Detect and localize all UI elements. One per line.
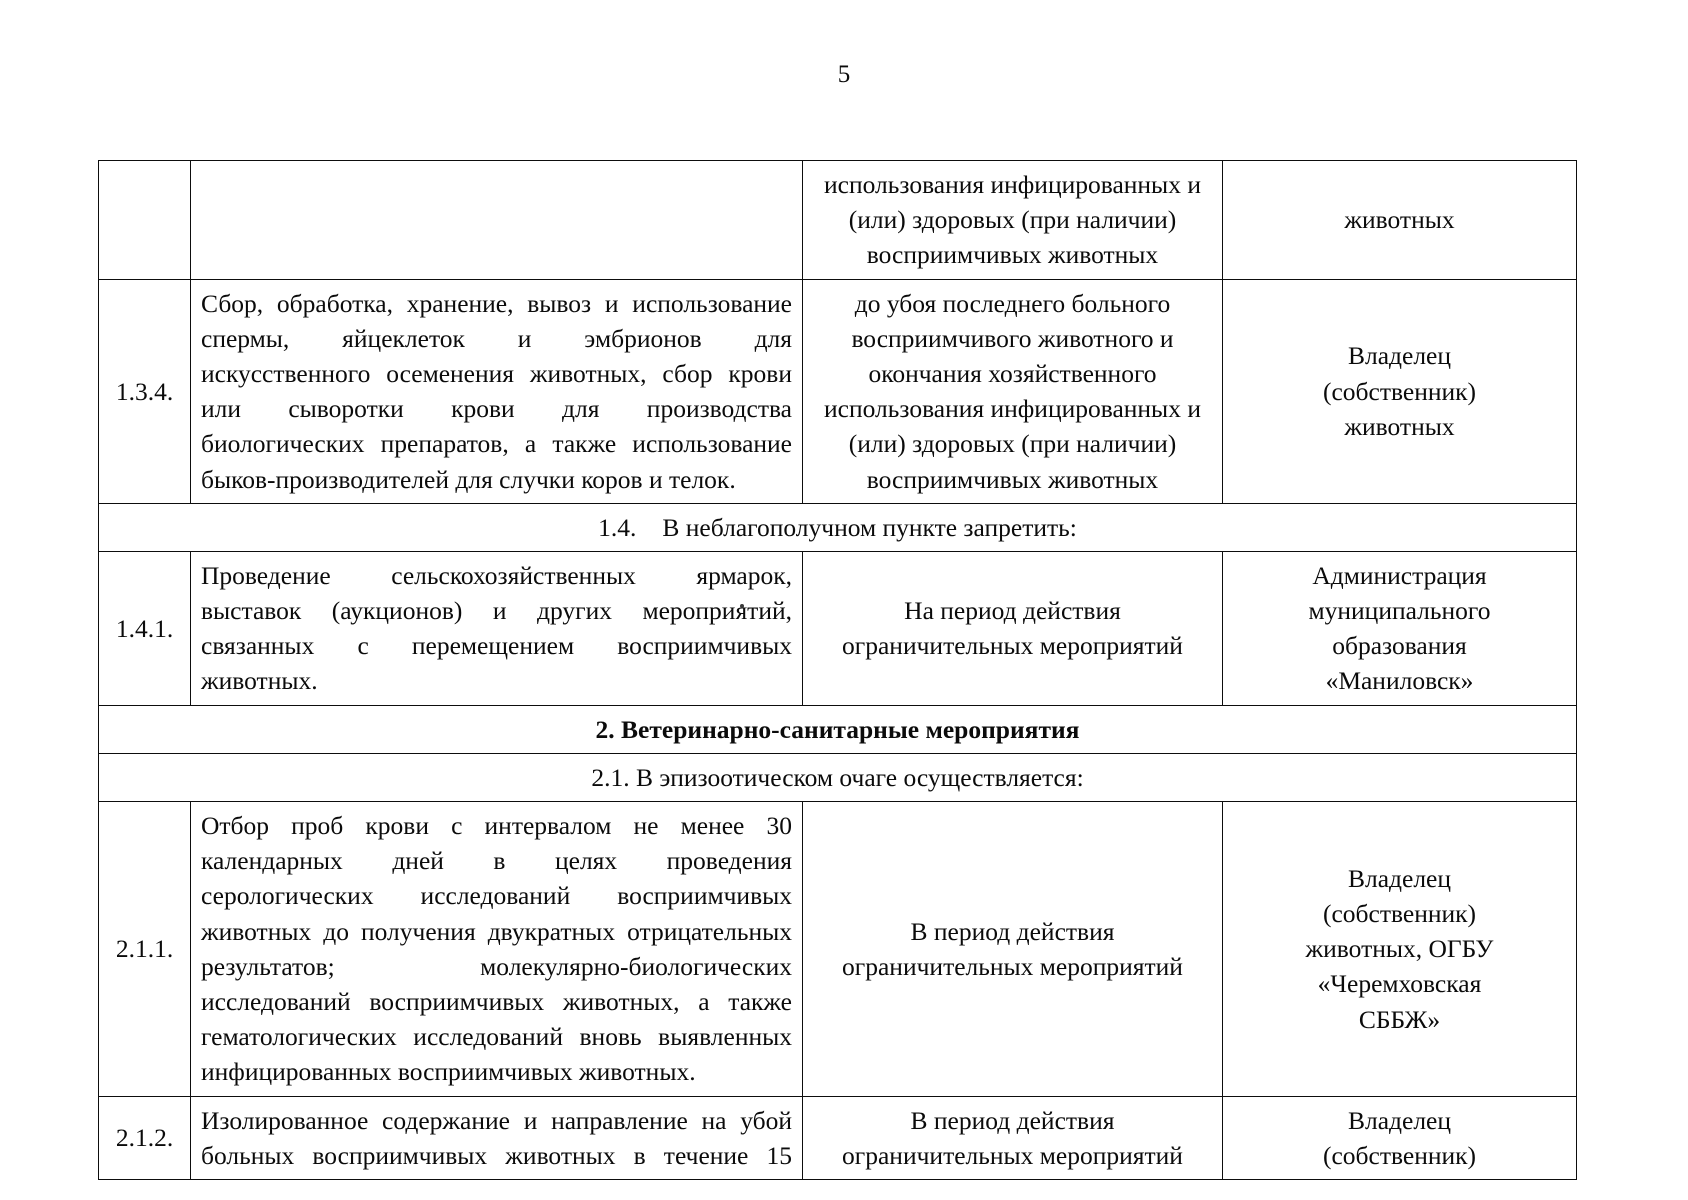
row-description-cell: Изолированное содержание и направление н… (190, 1095, 803, 1180)
row-number-cell: 1.3.4. (98, 278, 191, 504)
description-line: животных. (201, 666, 318, 696)
description-line: Изолированное содержание и направление н… (201, 1105, 792, 1135)
description-line: календарных дней в целях проведения (201, 846, 792, 876)
responsible-line: Владелец (1347, 1105, 1452, 1135)
row-number-cell: 2.1.1. (98, 801, 191, 1097)
row-responsible-cell: Владелец (собственник) животных (1222, 278, 1577, 504)
term-line: ограничительных мероприятий (842, 951, 1183, 981)
responsible-line: животных, ОГБУ (1305, 934, 1494, 964)
term-line: (или) здоровых (при наличии) (848, 205, 1177, 235)
description-line: Отбор проб крови с интервалом не менее 3… (201, 811, 792, 840)
table-row: 2.1.2. Изолированное содержание и направ… (98, 1095, 1577, 1180)
table-row: 1.4.1. Проведение сельскохозяйственных я… (98, 550, 1577, 706)
row-term-cell: до убоя последнего больного восприимчиво… (802, 278, 1223, 504)
responsible-line: животных (1344, 411, 1455, 441)
term-line: В период действия (910, 1105, 1115, 1135)
row-term-cell: В период действия ограничительных меропр… (802, 1095, 1223, 1180)
responsible-line: муниципального (1308, 596, 1491, 626)
term-line: окончания хозяйственного (868, 358, 1157, 388)
description-line: быков-производителей для случки коров и … (201, 464, 736, 494)
row-responsible-cell: животных (1222, 160, 1577, 280)
measures-table-container: использования инфицированных и (или) здо… (98, 160, 1577, 1180)
responsible-line: (собственник) (1322, 376, 1477, 406)
description-line: животных до получения двукратных отрицат… (201, 916, 792, 946)
row-term-cell: На период действия ограничительных мероп… (802, 550, 1223, 706)
term-line: восприимчивого животного и (851, 323, 1174, 353)
section-heading-1-4: 1.4. В неблагополучном пункте запретить: (98, 502, 1577, 552)
term-line: (или) здоровых (при наличии) (848, 429, 1177, 459)
row-responsible-cell: Владелец (собственник) (1222, 1095, 1577, 1180)
measures-table: использования инфицированных и (или) здо… (98, 160, 1577, 1180)
responsible-line: СББЖ» (1358, 1004, 1441, 1034)
description-line: биологических препаратов, а также исполь… (201, 429, 792, 459)
description-line: исследований восприимчивых животных, а т… (201, 986, 792, 1016)
term-line: На период действия (904, 596, 1121, 626)
description-line: Сбор, обработка, хранение, вывоз и испол… (201, 288, 792, 318)
responsible-line: животных (1344, 205, 1455, 235)
row-responsible-cell: Администрация муниципального образования… (1222, 550, 1577, 706)
term-line: восприимчивых животных (866, 240, 1159, 270)
table-row: 2.1.1. Отбор проб крови с интервалом не … (98, 801, 1577, 1097)
row-number-cell: 2.1.2. (98, 1095, 191, 1180)
table-section-row: 2.1. В эпизоотическом очаге осуществляет… (98, 752, 1577, 803)
term-line: восприимчивых животных (866, 464, 1159, 494)
section-label: 1.4. (598, 512, 637, 542)
row-description-cell: Отбор проб крови с интервалом не менее 3… (190, 801, 803, 1097)
row-description-cell: Проведение сельскохозяйственных ярмарок,… (190, 550, 803, 706)
section-heading-2: 2. Ветеринарно-санитарные мероприятия (98, 704, 1577, 754)
description-line: или сыворотки крови для производства (201, 394, 792, 424)
section-heading-2-1: 2.1. В эпизоотическом очаге осуществляет… (98, 752, 1577, 803)
term-line: до убоя последнего больного (854, 288, 1171, 318)
row-number-cell (98, 160, 191, 280)
description-line: спермы, яйцеклеток и эмбрионов для (201, 323, 792, 353)
description-line: серологических исследований восприимчивы… (201, 881, 792, 911)
responsible-line: Владелец (1347, 341, 1452, 371)
term-line: использования инфицированных и (824, 394, 1201, 424)
row-term-cell: использования инфицированных и (или) здо… (802, 160, 1223, 280)
row-number-cell: 1.4.1. (98, 550, 191, 706)
row-responsible-cell: Владелец (собственник) животных, ОГБУ «Ч… (1222, 801, 1577, 1097)
scan-artifact-dot (740, 604, 744, 608)
page-number: 5 (837, 61, 851, 88)
term-line: В период действия (910, 916, 1115, 946)
row-term-cell: В период действия ограничительных меропр… (802, 801, 1223, 1097)
table-row: 1.3.4. Сбор, обработка, хранение, вывоз … (98, 278, 1577, 504)
table-section-row: 2. Ветеринарно-санитарные мероприятия (98, 704, 1577, 754)
responsible-line: Администрация (1312, 560, 1487, 590)
row-description-cell (190, 160, 803, 280)
responsible-line: «Маниловск» (1325, 666, 1474, 696)
description-line: искусственного осеменения животных, сбор… (201, 358, 792, 388)
term-line: использования инфицированных и (824, 170, 1201, 199)
responsible-line: (собственник) (1322, 1140, 1477, 1170)
section-title: В неблагополучном пункте запретить: (662, 512, 1077, 542)
row-description-cell: Сбор, обработка, хранение, вывоз и испол… (190, 278, 803, 504)
description-line: инфицированных восприимчивых животных. (201, 1057, 696, 1087)
description-line: гематологических исследований вновь выяв… (201, 1022, 792, 1052)
term-line: ограничительных мероприятий (842, 631, 1183, 661)
description-line: результатов; молекулярно-биологических (201, 951, 792, 981)
table-row: использования инфицированных и (или) здо… (98, 160, 1577, 280)
description-line: больных восприимчивых животных в течение… (201, 1140, 792, 1170)
description-line: связанных с перемещением восприимчивых (201, 631, 792, 661)
responsible-line: образования (1332, 631, 1467, 661)
responsible-line: (собственник) (1322, 898, 1477, 928)
term-line: ограничительных мероприятий (842, 1140, 1183, 1170)
description-line: выставок (аукционов) и других мероприяти… (201, 596, 792, 626)
description-line: Проведение сельскохозяйственных ярмарок, (201, 560, 792, 590)
table-section-row: 1.4. В неблагополучном пункте запретить: (98, 502, 1577, 552)
responsible-line: «Черемховская (1317, 969, 1482, 999)
responsible-line: Владелец (1347, 863, 1452, 893)
